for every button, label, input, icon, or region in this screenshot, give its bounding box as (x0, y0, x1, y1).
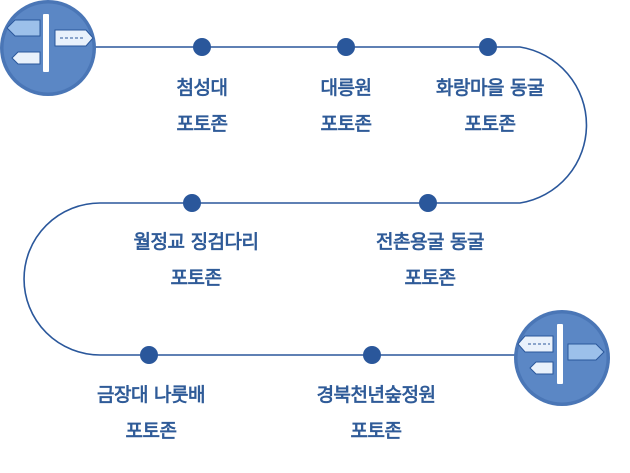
stop-name: 월정교 징검다리 (133, 231, 259, 253)
stop-sub: 포토존 (170, 267, 222, 289)
start-signpost-badge (0, 0, 96, 96)
stop-sub: 포토존 (125, 420, 177, 442)
stop-name: 금장대 나룻배 (97, 384, 206, 406)
stop-dot-4 (183, 194, 201, 212)
stop-label-3: 화랑마을 동굴 포토존 (436, 70, 545, 142)
stop-label-4: 월정교 징검다리 포토존 (134, 224, 259, 296)
end-signpost-badge (514, 310, 610, 406)
stop-sub: 포토존 (176, 113, 228, 135)
stop-dot-5 (419, 194, 437, 212)
stop-name: 전촌용굴 동굴 (376, 231, 485, 253)
stop-sub: 포토존 (350, 420, 402, 442)
stop-label-6: 금장대 나룻배 포토존 (97, 377, 206, 449)
stop-dot-7 (363, 346, 381, 364)
stop-sub: 포토존 (320, 113, 372, 135)
stop-label-2: 대릉원 포토존 (321, 70, 372, 142)
stop-dot-2 (337, 38, 355, 56)
signpost-icon (6, 14, 94, 72)
stop-dot-6 (140, 346, 158, 364)
stop-name: 화랑마을 동굴 (436, 77, 545, 99)
stop-name: 대릉원 (320, 77, 372, 99)
stop-sub: 포토존 (464, 113, 516, 135)
stop-label-7: 경북천년숲정원 포토존 (317, 377, 436, 449)
signpost-icon (517, 324, 605, 384)
route-line (23, 46, 588, 356)
stop-dot-3 (479, 38, 497, 56)
stop-name: 첨성대 (176, 77, 228, 99)
stop-label-1: 첨성대 포토존 (177, 70, 228, 142)
stop-sub: 포토존 (404, 267, 456, 289)
stop-name: 경북천년숲정원 (316, 384, 436, 406)
stop-label-5: 전촌용굴 동굴 포토존 (376, 224, 485, 296)
stop-dot-1 (193, 38, 211, 56)
